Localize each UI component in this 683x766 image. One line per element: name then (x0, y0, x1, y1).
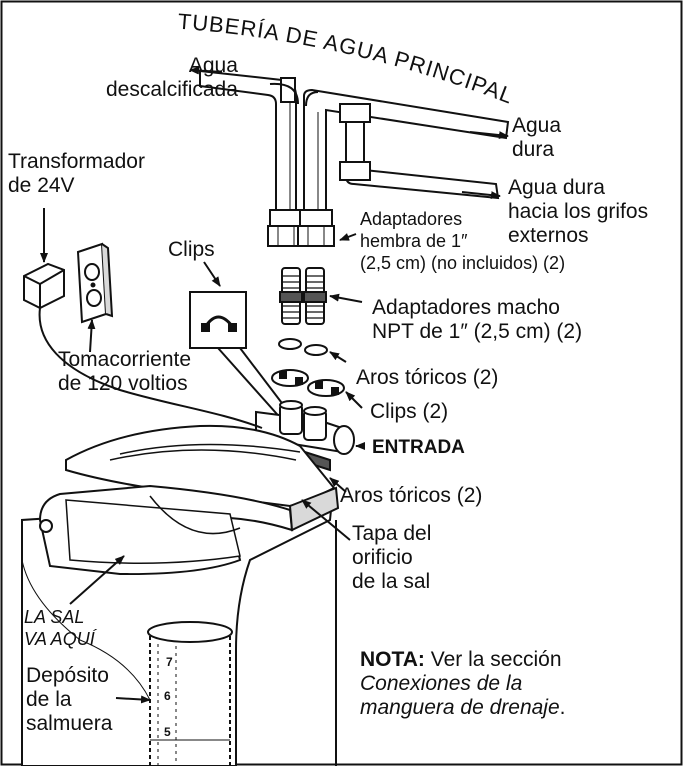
label-inlet: ENTRADA (372, 437, 465, 458)
main-water-pipes (199, 69, 510, 223)
note-period: . (559, 696, 566, 719)
label-hard-external-line2: hacia los grifos (508, 200, 649, 223)
scale-5: 5 (164, 725, 171, 739)
softener-unit (21, 424, 340, 766)
label-tank-line1: Depósito (26, 664, 109, 687)
arrow-salt-lid (301, 499, 351, 541)
label-salt-here: LA SAL VA AQUÍ (24, 606, 95, 650)
label-male-adapters: Adaptadores macho NPT de 1″ (2,5 cm) (2) (372, 296, 582, 344)
label-orings-2: Aros tóricos (2) (340, 484, 483, 507)
note-line2: Conexiones de la (360, 672, 523, 695)
bypass-valve (255, 400, 355, 472)
callout-arrows (40, 66, 509, 704)
wall-outlet (76, 242, 114, 324)
arrow-outlet (87, 319, 96, 353)
label-transformer: Transformador de 24V (8, 150, 145, 198)
label-soft-water-line1: Agua (188, 54, 238, 77)
scale-7: 7 (166, 655, 173, 669)
arrow-female (339, 233, 357, 241)
label-hard-external-line1: Agua dura (508, 176, 605, 199)
arrow-tank (115, 695, 151, 704)
label-outlet-line2: de 120 voltios (58, 372, 188, 395)
label-salt-line2: VA AQUÍ (24, 629, 95, 649)
label-tank-line3: salmuera (26, 712, 113, 735)
label-soft-water: Agua descalcificada (106, 54, 238, 102)
label-hard-water-line1: Agua (512, 114, 562, 137)
label-salt-lid: Tapa del orificio de la sal (352, 522, 431, 594)
label-salt-lid-line3: de la sal (352, 570, 431, 593)
label-hard-water-line2: dura (512, 138, 555, 161)
scale-6: 6 (164, 689, 171, 703)
note-bold: NOTA: (360, 648, 425, 671)
label-hard-water: Agua dura (512, 114, 561, 162)
label-clips-top: Clips (168, 238, 215, 261)
arrow-hard-water (469, 131, 509, 140)
label-tank-line2: de la (26, 688, 72, 711)
label-brine-tank: Depósito de la salmuera (26, 664, 112, 736)
arrow-orings-2 (329, 477, 347, 493)
arrow-orings-1 (329, 351, 347, 363)
label-male-line2: NPT de 1″ (2,5 cm) (2) (372, 320, 583, 343)
label-outlet-line1: Tomacorriente (58, 348, 192, 371)
label-salt-line1: LA SAL (24, 607, 85, 627)
arrow-soft-water (189, 66, 223, 75)
label-female-line1: Adaptadores (360, 209, 463, 229)
label-hard-external-line3: externos (508, 224, 589, 247)
clips-pair (271, 369, 345, 397)
label-transformer-line2: de 24V (8, 174, 75, 197)
note-block: NOTA: Ver la sección Conexiones de la ma… (360, 648, 566, 720)
arrow-hard-external (461, 191, 501, 200)
label-salt-lid-line2: orificio (352, 546, 413, 569)
label-hard-external: Agua dura hacia los grifos externos (508, 176, 648, 248)
transformer (23, 262, 263, 429)
female-adapters (267, 209, 335, 247)
label-salt-lid-line1: Tapa del (352, 522, 432, 545)
label-orings-1: Aros tóricos (2) (356, 366, 499, 389)
arrow-clips-2 (345, 391, 363, 409)
label-male-line1: Adaptadores macho (372, 296, 560, 319)
arrow-salt (69, 555, 125, 605)
label-female-line2: hembra de 1″ (360, 231, 468, 251)
arrow-clips-top (203, 261, 221, 287)
label-outlet: Tomacorriente de 120 voltios (58, 348, 191, 396)
label-soft-water-line2: descalcificada (106, 78, 238, 101)
male-adapters (279, 267, 327, 325)
note-text: Ver la sección (424, 648, 562, 671)
clip-detail-box (189, 291, 311, 441)
label-transformer-line1: Transformador (8, 150, 145, 173)
note-line3: manguera de drenaje (360, 696, 560, 719)
arrow-male (329, 293, 363, 303)
o-rings-top (278, 338, 328, 356)
note-line1: NOTA: Ver la sección (360, 648, 566, 672)
label-female-line3: (2,5 cm) (no incluidos) (2) (360, 253, 566, 273)
label-female-adapters: Adaptadores hembra de 1″ (2,5 cm) (no in… (360, 208, 565, 274)
label-clips-2: Clips (2) (370, 400, 449, 423)
